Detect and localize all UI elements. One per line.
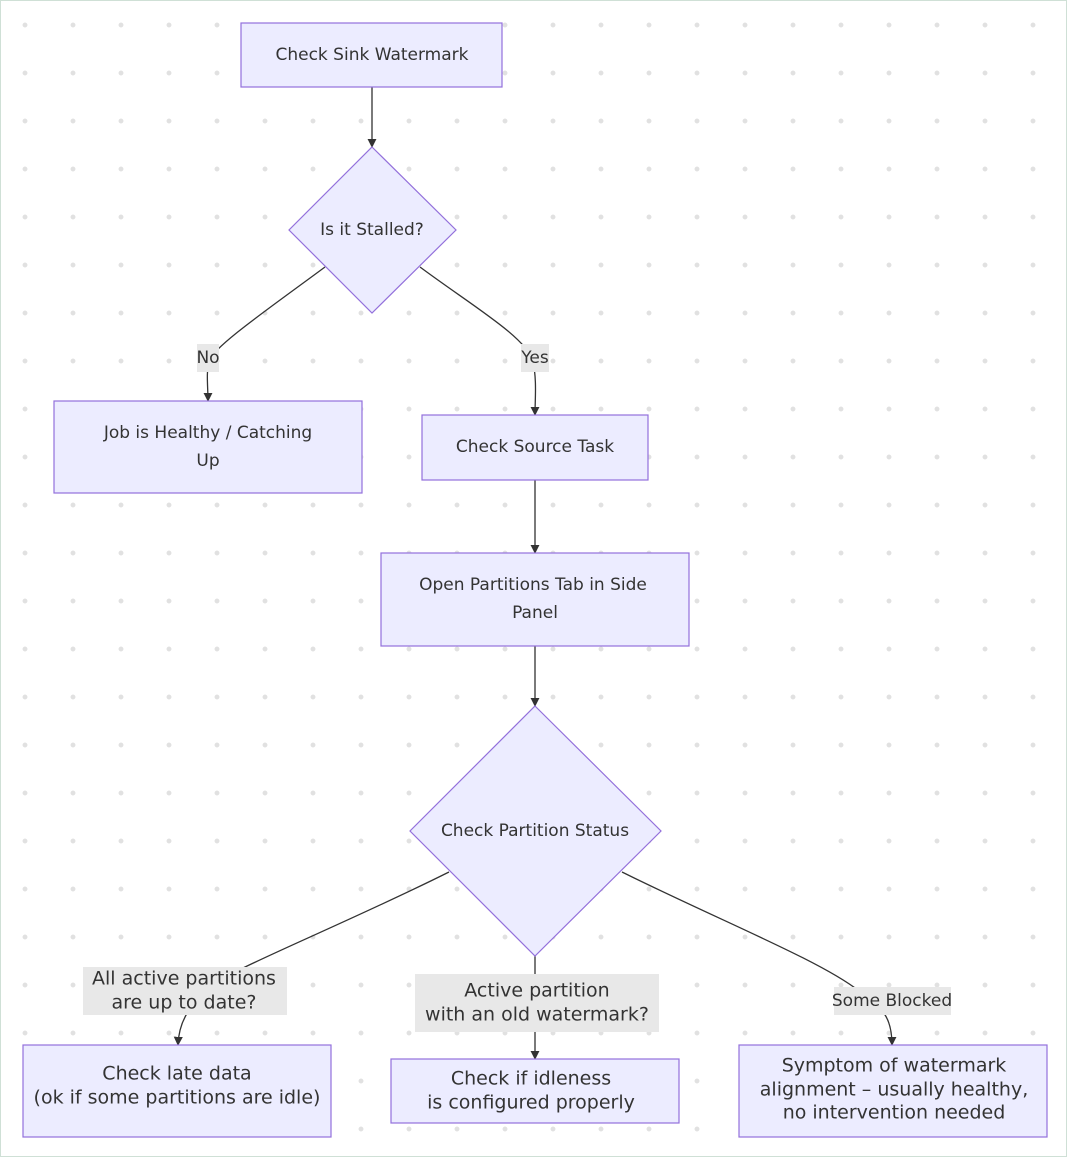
node-check-source-task-label: Check Source Task [456,437,614,457]
edge-label-yes-text: Yes [520,348,549,368]
node-open-partitions-tab-line1: Open Partitions Tab in Side [419,575,647,595]
edge-stalled-yes [419,266,540,416]
edge-label-old-watermark-line1: Active partition [464,980,609,1002]
node-symptom-alignment[interactable]: Symptom of watermark alignment – usually… [738,1044,1048,1138]
edge-label-some-blocked: Some Blocked [832,987,952,1015]
node-check-late-data[interactable]: Check late data (ok if some partitions a… [22,1044,332,1138]
node-is-it-stalled-label: Is it Stalled? [320,220,424,240]
node-check-sink-watermark-label: Check Sink Watermark [275,45,468,65]
node-job-is-healthy[interactable]: Job is Healthy / Catching Up [53,400,363,494]
edge-label-yes: Yes [520,344,549,372]
node-job-is-healthy-line2: Up [196,451,219,471]
node-symptom-alignment-line3: no intervention needed [783,1102,1006,1124]
edge-label-old-watermark: Active partition with an old watermark? [415,974,659,1032]
node-symptom-alignment-line2: alignment – usually healthy, [760,1079,1028,1101]
edge-label-no-text: No [196,348,219,368]
node-open-partitions-tab-line2: Panel [512,603,558,623]
edge-status-some-blocked [621,871,897,1046]
node-check-idleness[interactable]: Check if idleness is configured properly [390,1058,680,1124]
node-check-sink-watermark[interactable]: Check Sink Watermark [240,22,503,88]
node-open-partitions-tab[interactable]: Open Partitions Tab in Side Panel [380,552,690,647]
edge-label-no: No [196,344,220,372]
edge-label-all-active-line2: are up to date? [112,992,257,1014]
node-check-partition-status-label: Check Partition Status [441,821,629,841]
edge-label-some-blocked-text: Some Blocked [832,991,952,1011]
edge-label-old-watermark-line2: with an old watermark? [425,1004,649,1026]
edge-label-all-active-line1: All active partitions [92,968,276,990]
node-check-late-data-line2: (ok if some partitions are idle) [34,1087,321,1109]
node-job-is-healthy-line1: Job is Healthy / Catching [103,423,312,443]
node-check-partition-status[interactable]: Check Partition Status [409,705,662,957]
node-symptom-alignment-line1: Symptom of watermark [782,1055,1007,1077]
edge-label-all-active: All active partitions are up to date? [83,967,287,1015]
node-check-idleness-line1: Check if idleness [451,1068,611,1090]
node-check-late-data-line1: Check late data [102,1063,251,1085]
node-is-it-stalled[interactable]: Is it Stalled? [288,146,457,314]
edge-stalled-no [203,266,326,402]
node-check-source-task[interactable]: Check Source Task [421,414,649,481]
node-check-idleness-line2: is configured properly [427,1092,635,1114]
edge-status-all-active [173,871,450,1046]
